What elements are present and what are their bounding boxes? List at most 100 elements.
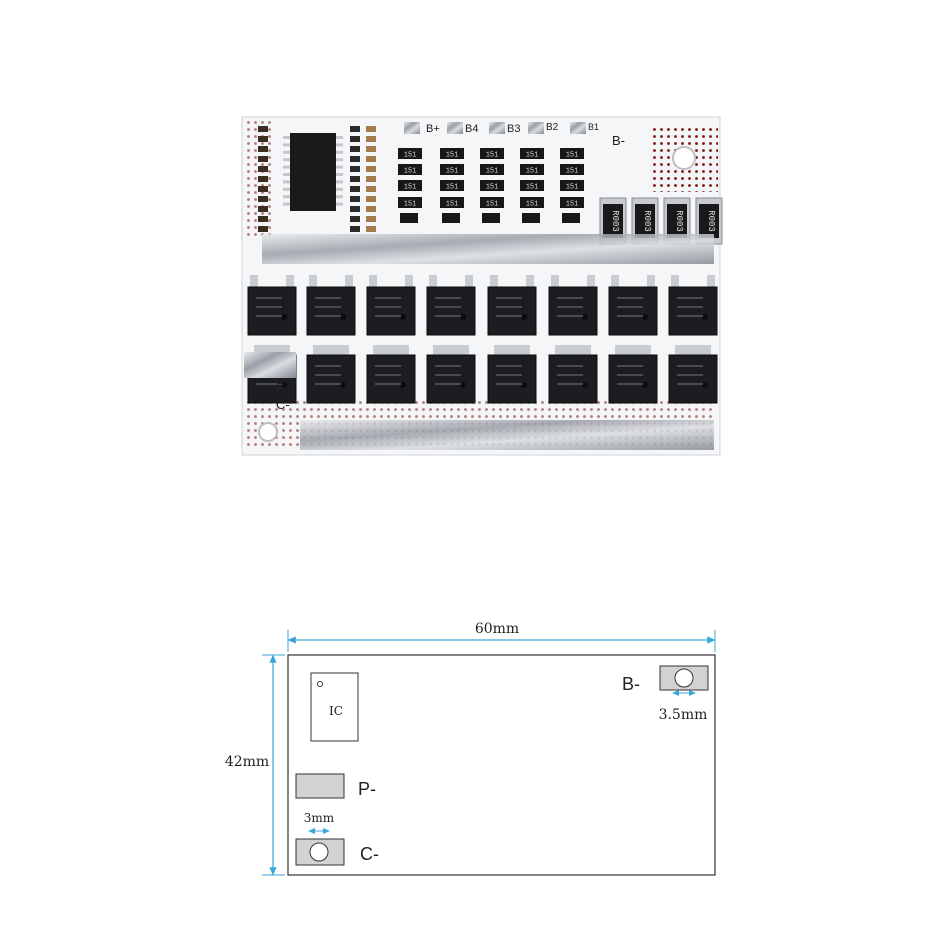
foil-strip-upper bbox=[262, 234, 714, 264]
mosfet-pin1-dot bbox=[460, 314, 466, 320]
ic-pin bbox=[283, 202, 290, 206]
pad-size-label: 3mm bbox=[304, 811, 335, 825]
smd-resistor bbox=[350, 206, 360, 212]
mosfet-leg bbox=[526, 275, 534, 289]
mosfet-engraving bbox=[557, 306, 583, 308]
smd-transistor bbox=[442, 213, 460, 223]
mosfet-engraving bbox=[256, 315, 282, 317]
mosfet-engraving bbox=[677, 297, 703, 299]
sense-resistor-top bbox=[603, 204, 623, 238]
smd-capacitor bbox=[366, 156, 376, 162]
mosfet-engraving bbox=[557, 297, 583, 299]
balance-resistor-marking: 151 bbox=[526, 201, 539, 209]
balance-resistor bbox=[520, 164, 544, 175]
mosfet-leg bbox=[250, 275, 258, 289]
ic-pin bbox=[283, 173, 290, 176]
balance-resistor bbox=[440, 148, 464, 159]
sense-resistor-top bbox=[699, 204, 719, 238]
mosfet-pin1-dot bbox=[281, 314, 287, 320]
smd-capacitor bbox=[366, 226, 376, 232]
mosfet-engraving bbox=[435, 365, 461, 367]
photo-p-minus-pad bbox=[244, 352, 296, 378]
smd-resistor bbox=[350, 196, 360, 202]
mosfet bbox=[306, 286, 356, 336]
mosfet-engraving bbox=[617, 374, 643, 376]
mosfet-tab bbox=[494, 345, 530, 357]
photo-label-c-minus: C- bbox=[276, 397, 290, 412]
mosfet-pin1-dot bbox=[702, 382, 708, 388]
mosfet-leg bbox=[707, 275, 715, 289]
sense-resistor-marking: R003 bbox=[642, 210, 652, 232]
smd-components-left bbox=[258, 126, 376, 232]
ic-pin bbox=[336, 187, 343, 191]
mosfet-engraving bbox=[375, 383, 401, 385]
smd-capacitor bbox=[258, 136, 268, 142]
smd-capacitor bbox=[366, 206, 376, 212]
mosfet-engraving bbox=[375, 297, 401, 299]
mounting-hole-bottom-left bbox=[258, 422, 278, 442]
mosfet-tab bbox=[433, 345, 469, 357]
mosfet-engraving bbox=[677, 374, 703, 376]
mosfet-engraving bbox=[617, 297, 643, 299]
smd-resistor bbox=[350, 226, 360, 232]
ic-pin bbox=[336, 143, 343, 147]
balance-resistor-marking: 151 bbox=[486, 152, 499, 160]
ic-pin bbox=[283, 180, 290, 184]
smd-capacitor bbox=[366, 126, 376, 132]
mosfet-leg bbox=[429, 275, 437, 289]
mosfet-engraving bbox=[256, 297, 282, 299]
mosfet-leg bbox=[671, 275, 679, 289]
b-minus-label: B- bbox=[622, 674, 640, 694]
mosfet-row-top bbox=[247, 275, 718, 336]
mosfet bbox=[426, 354, 476, 404]
photo-label-p-minus: P- bbox=[276, 380, 289, 395]
label-b3: B3 bbox=[507, 123, 520, 135]
ic-pin bbox=[283, 165, 290, 169]
sense-resistor-marking: R003 bbox=[610, 210, 620, 232]
smd-capacitor bbox=[258, 196, 268, 202]
label-b1: B1 bbox=[588, 122, 599, 132]
smd-capacitor bbox=[258, 126, 268, 132]
mosfet-engraving bbox=[617, 365, 643, 367]
mosfet-engraving bbox=[375, 306, 401, 308]
mosfet-pin1-dot bbox=[340, 314, 346, 320]
smd-resistor bbox=[350, 156, 360, 162]
ic-pin bbox=[336, 173, 343, 176]
balance-pads bbox=[404, 122, 586, 134]
mosfet-engraving bbox=[496, 383, 522, 385]
mosfet bbox=[487, 286, 537, 336]
mosfet-leg bbox=[369, 275, 377, 289]
mosfet-engraving bbox=[496, 365, 522, 367]
b-minus-terminal: B- 3.5mm bbox=[622, 665, 709, 723]
balance-resistor-marking: 151 bbox=[486, 201, 499, 209]
mosfet-pin1-dot bbox=[281, 382, 287, 388]
balance-resistor bbox=[480, 180, 504, 191]
balance-resistor-marking: 151 bbox=[486, 184, 499, 192]
mosfet-engraving bbox=[315, 374, 341, 376]
sense-resistor-marking: R003 bbox=[706, 210, 716, 232]
mosfet-leg bbox=[611, 275, 619, 289]
ic-pin bbox=[336, 165, 343, 169]
balance-resistor bbox=[560, 148, 584, 159]
mosfet bbox=[426, 286, 476, 336]
smd-capacitor bbox=[366, 146, 376, 152]
mosfet-leg bbox=[309, 275, 317, 289]
balance-resistor-marking: 151 bbox=[566, 184, 579, 192]
balance-resistor-marking: 151 bbox=[566, 201, 579, 209]
mosfet-engraving bbox=[617, 306, 643, 308]
ic-pin bbox=[283, 150, 290, 154]
smd-capacitor bbox=[258, 206, 268, 212]
balance-resistor-marking: 151 bbox=[566, 152, 579, 160]
balance-resistor bbox=[480, 197, 504, 208]
balance-resistor bbox=[560, 197, 584, 208]
balance-resistor-marking: 151 bbox=[486, 168, 499, 176]
smd-capacitor bbox=[258, 156, 268, 162]
p-minus-label: P- bbox=[358, 779, 376, 799]
ic-pin bbox=[283, 187, 290, 191]
hole-size-label: 3.5mm bbox=[659, 707, 708, 723]
smd-resistor bbox=[350, 216, 360, 222]
mosfet-leg bbox=[490, 275, 498, 289]
mosfet-engraving bbox=[435, 306, 461, 308]
